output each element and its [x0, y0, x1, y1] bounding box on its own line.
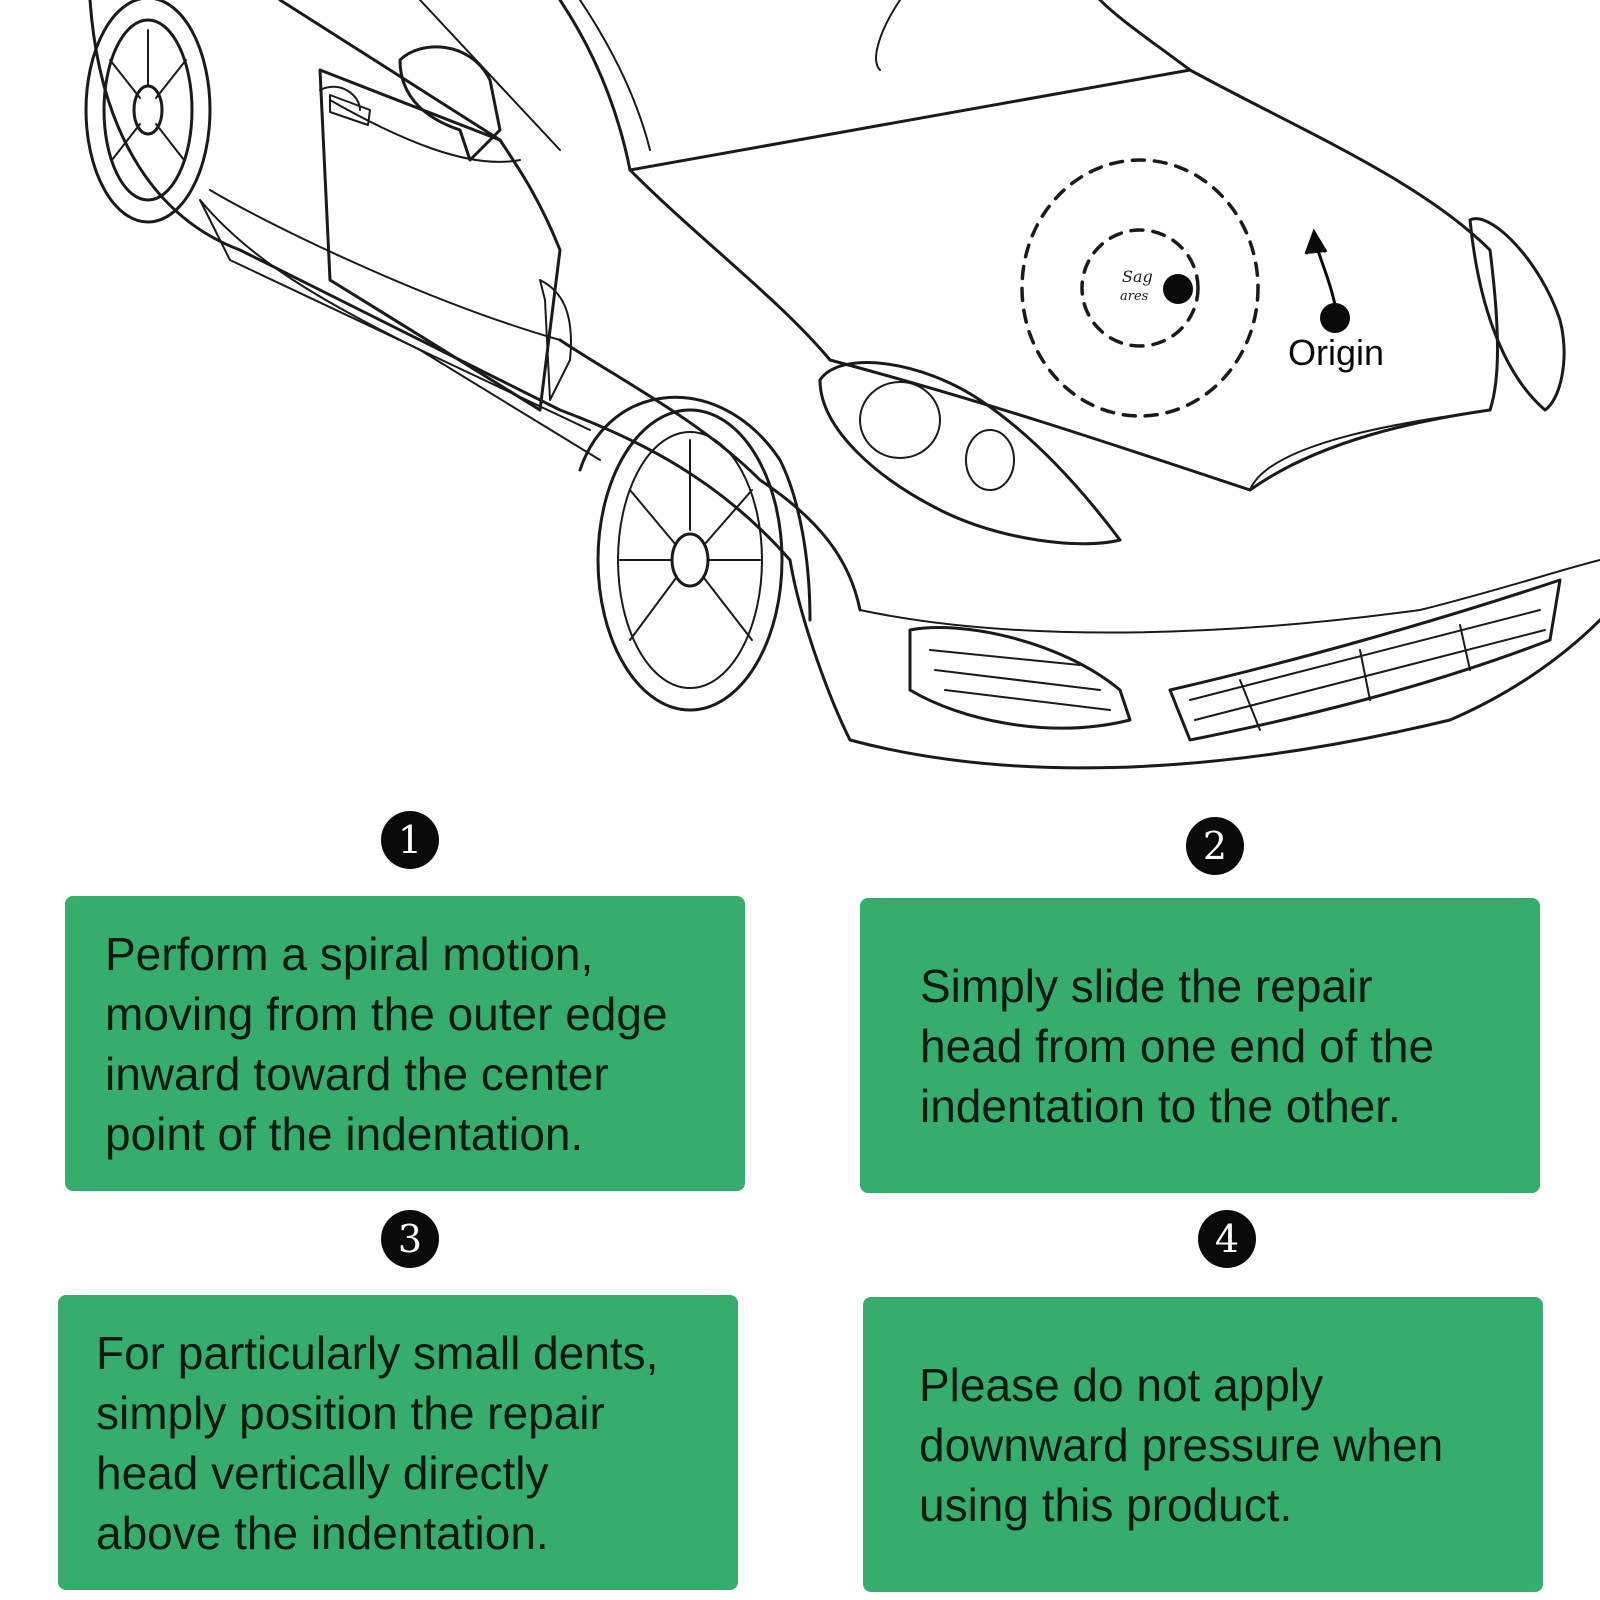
origin-label: Origin — [1288, 332, 1384, 373]
step-instruction-box: Simply slide the repair head from one en… — [860, 898, 1540, 1193]
car-body — [88, 0, 1600, 770]
step-number-badge: 4 — [1198, 1210, 1256, 1268]
step-instruction-text: Simply slide the repair head from one en… — [920, 959, 1435, 1132]
direction-arrow-icon — [1304, 228, 1337, 306]
step-number-badge: 1 — [381, 811, 439, 869]
rear-wheel — [84, 0, 212, 224]
car-drawing: Sag ares Origin — [84, 0, 1600, 770]
spiral-motion-diagram — [1020, 158, 1260, 418]
car-line-art-illustration: Sag ares Origin — [84, 0, 1600, 770]
step-number-badge: 3 — [381, 1210, 439, 1268]
step-instruction-box: For particularly small dents, simply pos… — [58, 1295, 738, 1590]
spiral-glyph-bottom: ares — [1120, 289, 1149, 304]
step-instruction-text: Please do not apply downward pressure wh… — [919, 1358, 1444, 1531]
step-instruction-text: Perform a spiral motion, moving from the… — [105, 927, 668, 1160]
center-dot — [1163, 274, 1193, 304]
step-number-badge: 2 — [1186, 817, 1244, 875]
origin-dot — [1320, 303, 1350, 333]
spiral-glyph-top: Sag — [1122, 267, 1153, 286]
step-instruction-text: For particularly small dents, simply pos… — [96, 1326, 659, 1559]
step-instruction-box: Please do not apply downward pressure wh… — [863, 1297, 1543, 1592]
step-instruction-box: Perform a spiral motion, moving from the… — [65, 896, 745, 1191]
